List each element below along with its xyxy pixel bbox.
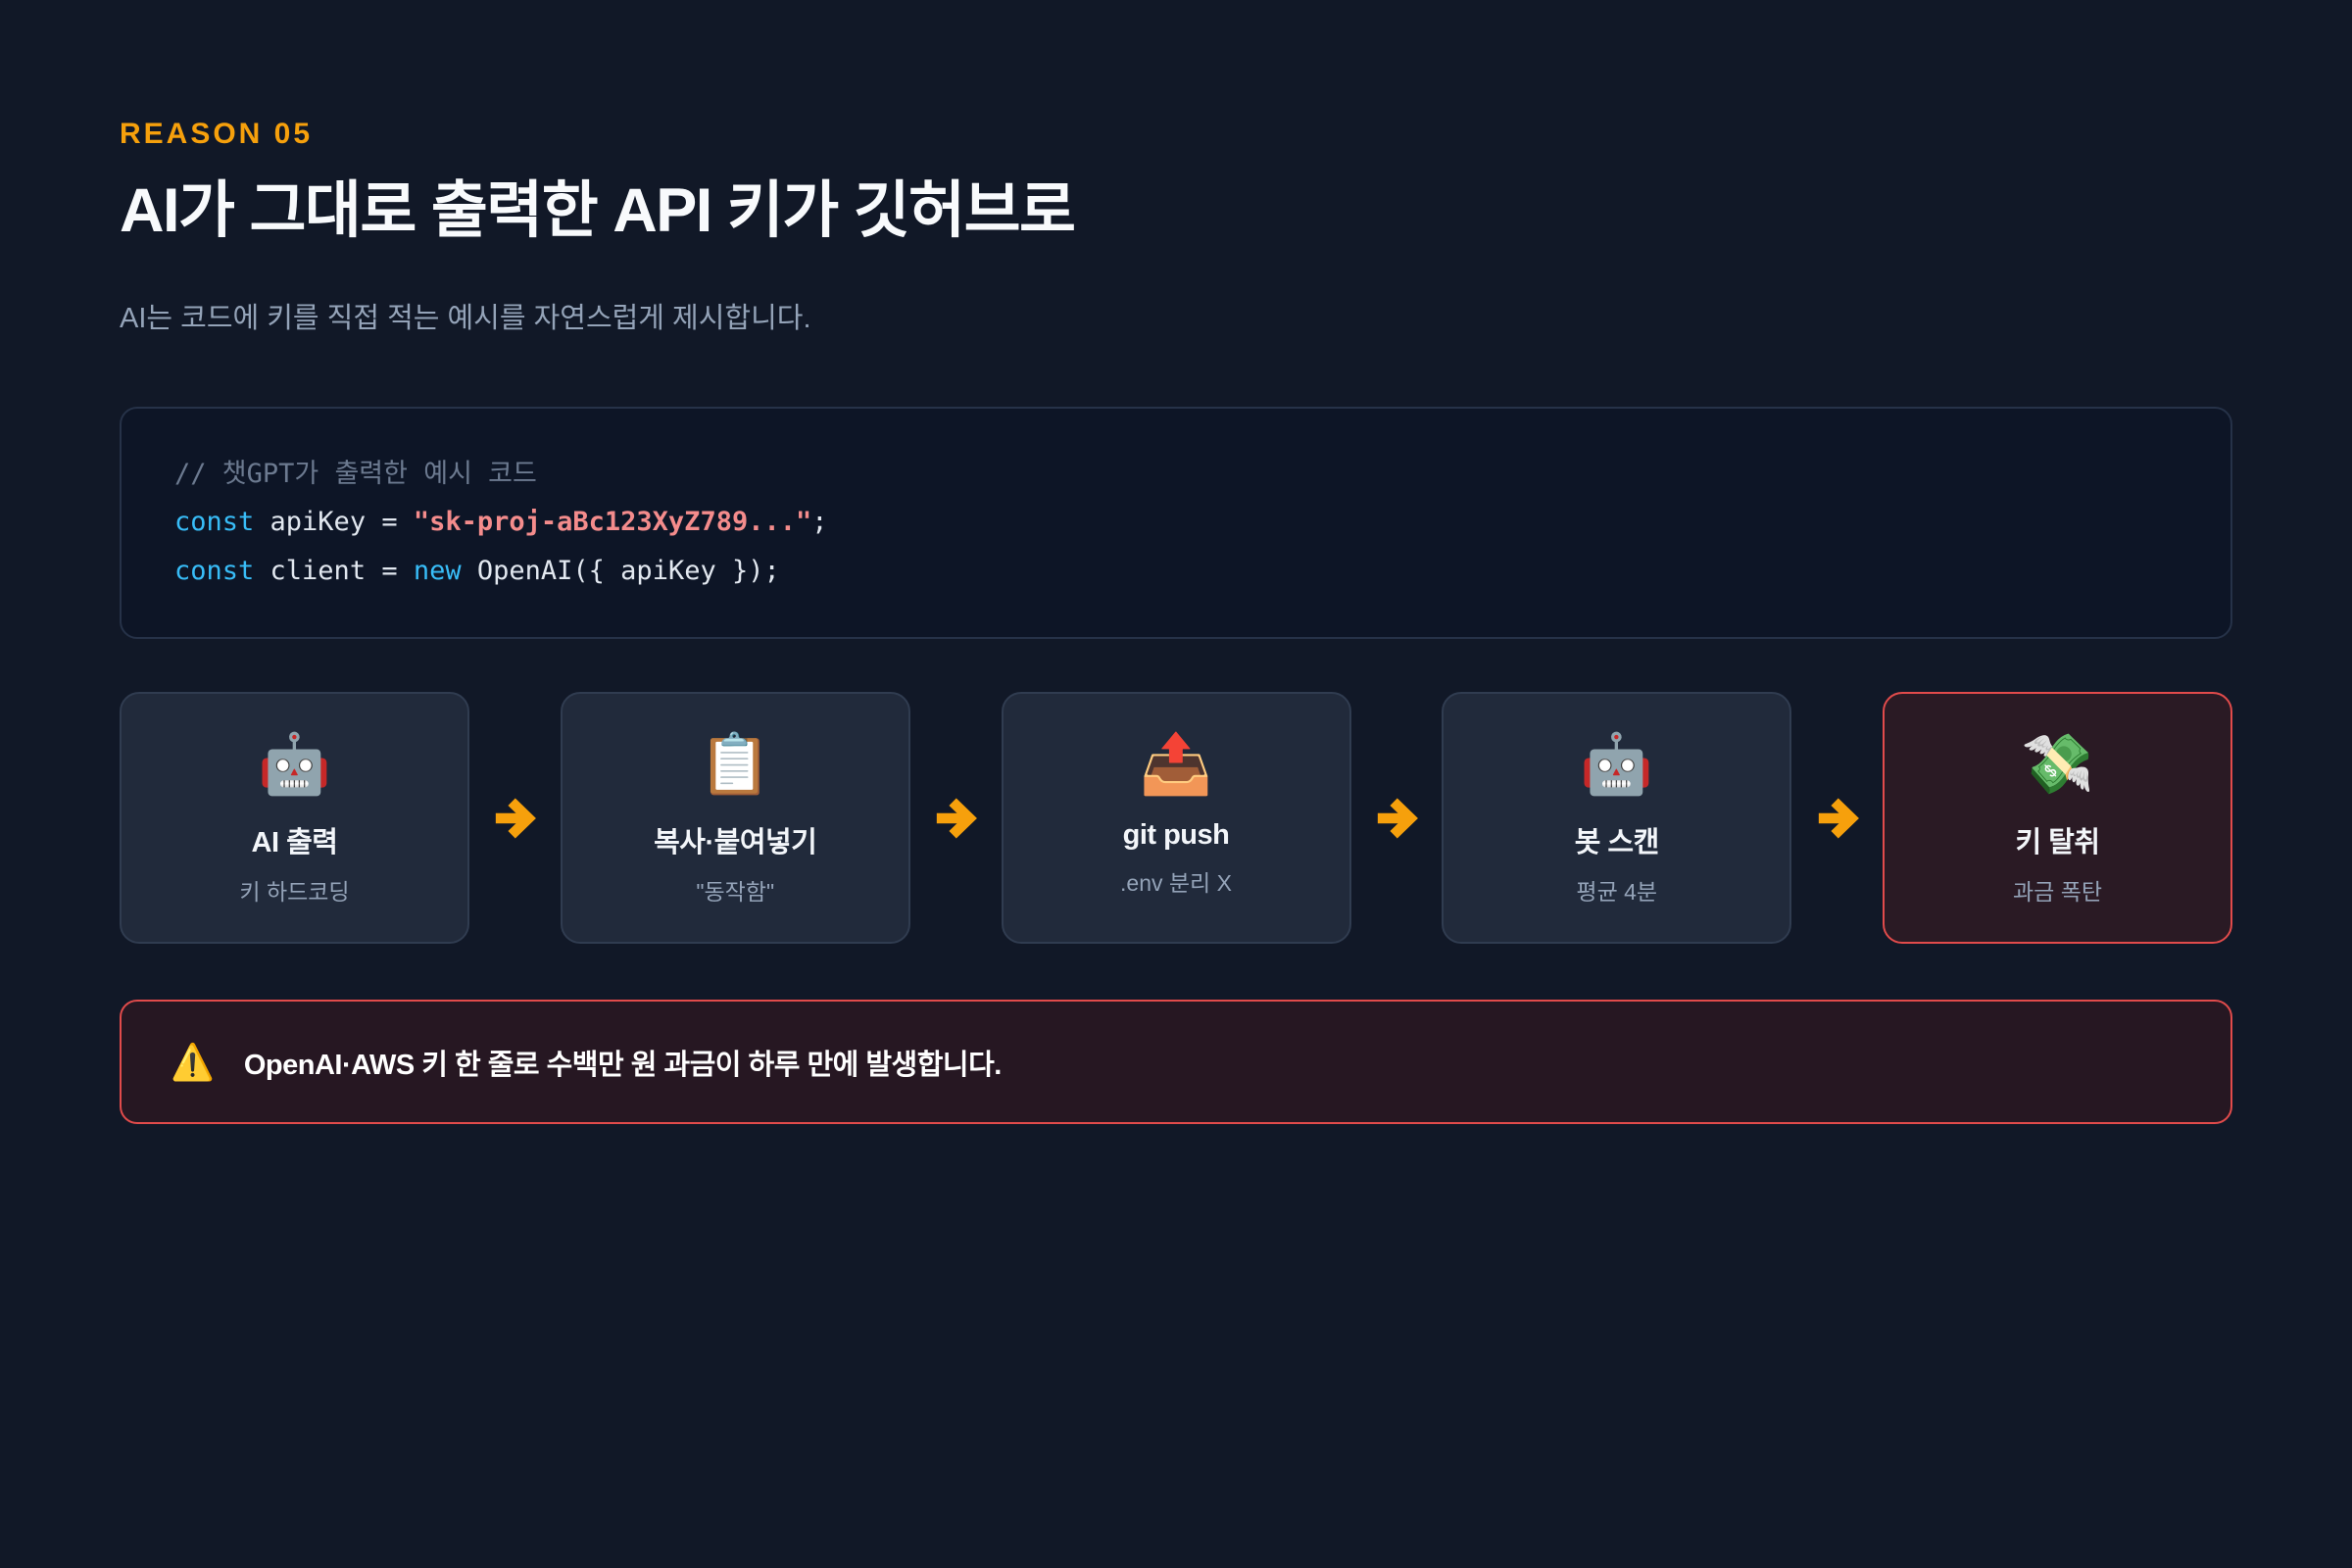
flow-card-subtitle: 과금 폭탄 xyxy=(2012,879,2103,906)
flow-card-title: git push xyxy=(1122,819,1230,852)
arrow-right-icon xyxy=(492,796,537,841)
code-line-client: const client = new OpenAI({ apiKey }); xyxy=(174,547,2178,596)
flow-card-bot-scan: 🤖 봇 스캔 평균 4분 xyxy=(1442,692,1792,945)
code-text: OpenAI({ apiKey }); xyxy=(461,556,780,587)
flow-card-copy-paste: 📋 복사·붙여넣기 "동작함" xyxy=(560,692,910,945)
clipboard-icon: 📋 xyxy=(698,731,772,798)
code-keyword-const: const xyxy=(174,507,255,538)
page-title: AI가 그대로 출력한 API 키가 깃허브로 xyxy=(120,176,1076,245)
flow-card-title: 키 탈취 xyxy=(2015,827,2100,859)
warning-icon: ⚠️ xyxy=(171,1041,215,1082)
flow-card-ai-output: 🤖 AI 출력 키 하드코딩 xyxy=(120,692,469,945)
flow-card-subtitle: 평균 4분 xyxy=(1576,879,1658,906)
flow-card-title: 복사·붙여넣기 xyxy=(654,827,817,859)
code-block: // 챗GPT가 출력한 예시 코드 const apiKey = "sk-pr… xyxy=(120,406,2232,640)
warning-text: OpenAI·AWS 키 한 줄로 수백만 원 과금이 하루 만에 발생합니다. xyxy=(243,1049,1003,1081)
money-with-wings-icon: 💸 xyxy=(2021,731,2094,798)
flow-card-title: 봇 스캔 xyxy=(1574,827,1660,859)
flow-card-subtitle: 키 하드코딩 xyxy=(239,879,350,906)
robot-icon: 🤖 xyxy=(1580,731,1654,798)
code-keyword-const: const xyxy=(174,556,255,587)
flow-card-title: AI 출력 xyxy=(251,827,338,859)
outbox-tray-icon: 📤 xyxy=(1139,731,1213,798)
arrow-right-icon xyxy=(933,796,978,841)
flow-card-subtitle: .env 분리 X xyxy=(1120,870,1232,897)
code-text: apiKey = xyxy=(254,507,414,538)
flow-diagram: 🤖 AI 출력 키 하드코딩 📋 복사·붙여넣기 "동작함" 📤 git pus… xyxy=(120,692,2232,945)
flow-card-key-theft: 💸 키 탈취 과금 폭탄 xyxy=(1883,692,2232,945)
code-keyword-new: new xyxy=(413,556,462,587)
flow-card-subtitle: "동작함" xyxy=(696,879,775,906)
arrow-right-icon xyxy=(1374,796,1419,841)
code-comment: // 챗GPT가 출력한 예시 코드 xyxy=(174,458,537,489)
flow-card-git-push: 📤 git push .env 분리 X xyxy=(1001,692,1351,945)
code-text: ; xyxy=(811,507,828,538)
code-string-apikey: "sk-proj-aBc123XyZ789..." xyxy=(413,507,812,538)
code-text: client = xyxy=(254,556,414,587)
warning-banner: ⚠️ OpenAI·AWS 키 한 줄로 수백만 원 과금이 하루 만에 발생합… xyxy=(120,1000,2232,1125)
page-subtitle: AI는 코드에 키를 직접 적는 예시를 자연스럽게 제시합니다. xyxy=(120,302,811,334)
reason-label: REASON 05 xyxy=(120,118,314,150)
code-line-apikey: const apiKey = "sk-proj-aBc123XyZ789..."… xyxy=(174,498,2178,547)
arrow-right-icon xyxy=(1815,796,1860,841)
robot-icon: 🤖 xyxy=(258,731,331,798)
